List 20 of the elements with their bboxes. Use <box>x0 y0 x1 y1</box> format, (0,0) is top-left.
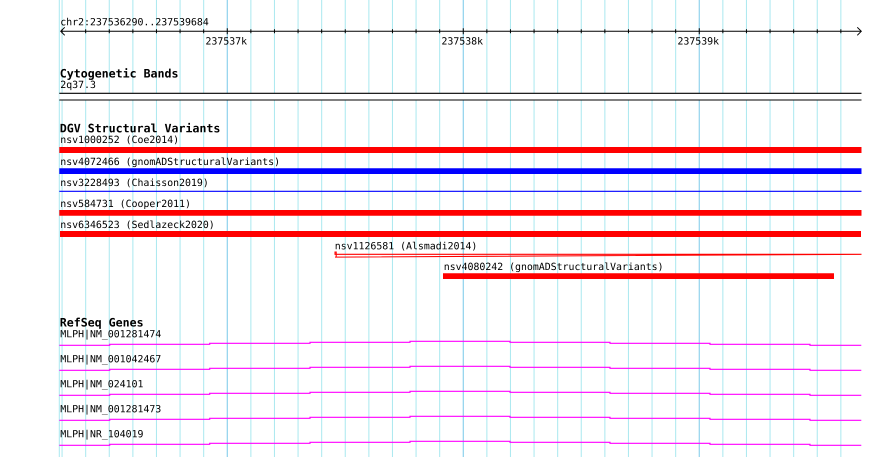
gene-label: MLPH|NM_001281474 <box>60 330 161 340</box>
region-title: chr2:237536290..237539684 <box>61 18 208 26</box>
track-title: DGV Structural Variants <box>60 122 220 132</box>
variant-label: nsv1000252 (Coe2014) <box>61 136 178 144</box>
band-label: 2q37.3 <box>61 80 96 90</box>
track-title: Cytogenetic Bands <box>60 68 178 80</box>
tick-label: 237538k <box>442 37 483 45</box>
gene-label: MLPH|NR_104019 <box>60 430 143 440</box>
tick-label: 237537k <box>206 37 247 45</box>
gene-label: MLPH|NM_024101 <box>60 380 143 390</box>
tick-label: 237539k <box>678 37 719 45</box>
variant-label: nsv584731 (Cooper2011) <box>61 200 189 210</box>
variant-label: nsv6346523 (Sedlazeck2020) <box>61 220 213 230</box>
gene-label: MLPH|NM_001042467 <box>60 354 161 365</box>
variant-label: nsv4080242 (gnomADStructuralVariants) <box>444 262 662 272</box>
variant-label: nsv3228493 (Chaisson2019) <box>61 178 207 188</box>
track-title: RefSeq Genes <box>60 318 143 329</box>
variant-label: nsv4072466 (gnomADStructuralVariants) <box>61 157 278 168</box>
variant-label: nsv1126581 (Alsmadi2014) <box>336 242 476 251</box>
gene-label: MLPH|NM_001281473 <box>60 404 161 415</box>
